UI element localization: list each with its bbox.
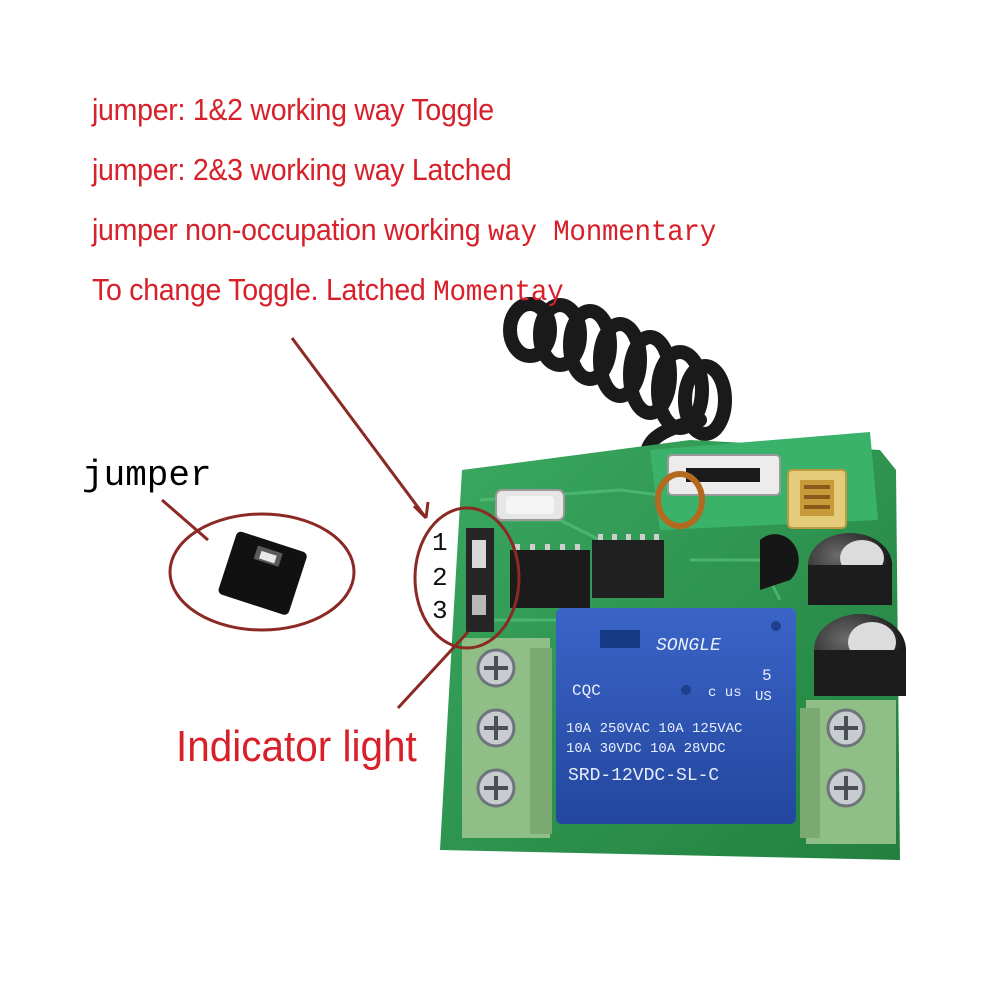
notes-arrow: [290, 337, 428, 519]
left-terminal-block: [462, 638, 552, 838]
callout-arrows: [161, 337, 470, 710]
right-terminal-block: [800, 700, 896, 844]
jumper-cap: [218, 531, 307, 615]
ic-chips: [510, 534, 799, 608]
note-line-3: jumper non-occupation working way Monmen…: [92, 212, 716, 250]
relay-us-mark: US: [755, 689, 772, 705]
jumper-label: jumper: [82, 455, 212, 496]
relay-ratings-row2: 10A 30VDC 10A 28VDC: [566, 741, 726, 757]
note-line-3-tail: way Monmentary: [487, 216, 716, 250]
relay-model: SRD-12VDC-SL-C: [568, 766, 719, 786]
jumper-cap-callout: [168, 512, 356, 632]
jumper-label-leader: [161, 498, 209, 542]
pin-label-3: 3: [432, 596, 448, 626]
relay-number: 5: [762, 667, 772, 685]
header-highlight-ellipse: [413, 506, 521, 650]
receiver-module: [650, 432, 878, 530]
capacitors: [808, 533, 906, 696]
note-line-4-tail: Momentay: [433, 276, 564, 310]
note-line-4-text: To change Toggle. Latched: [92, 272, 434, 307]
relay-ratings-row1: 10A 250VAC 10A 125VAC: [566, 721, 742, 737]
note-line-1-text: jumper: 1&2 working way Toggle: [92, 92, 494, 127]
relay-brand: SONGLE: [656, 636, 721, 656]
indicator-light-label: Indicator light: [176, 722, 417, 771]
relay-ul-mark: c us: [708, 685, 742, 701]
learn-button: [495, 489, 565, 521]
note-line-2: jumper: 2&3 working way Latched: [92, 152, 512, 190]
indicator-leader: [396, 630, 470, 710]
pin-label-2: 2: [432, 563, 448, 593]
note-line-1: jumper: 1&2 working way Toggle: [92, 92, 494, 130]
note-line-3-text: jumper non-occupation working: [92, 212, 488, 247]
relay: SONGLE 5 US CQC c us 10A 250VAC 10A 125V…: [556, 608, 796, 824]
note-line-4: To change Toggle. Latched Momentay: [92, 272, 564, 310]
note-line-2-text: jumper: 2&3 working way Latched: [92, 152, 512, 187]
pin-label-1: 1: [432, 528, 448, 558]
jumper-header: [466, 528, 494, 632]
relay-cqc-mark: CQC: [572, 682, 601, 700]
